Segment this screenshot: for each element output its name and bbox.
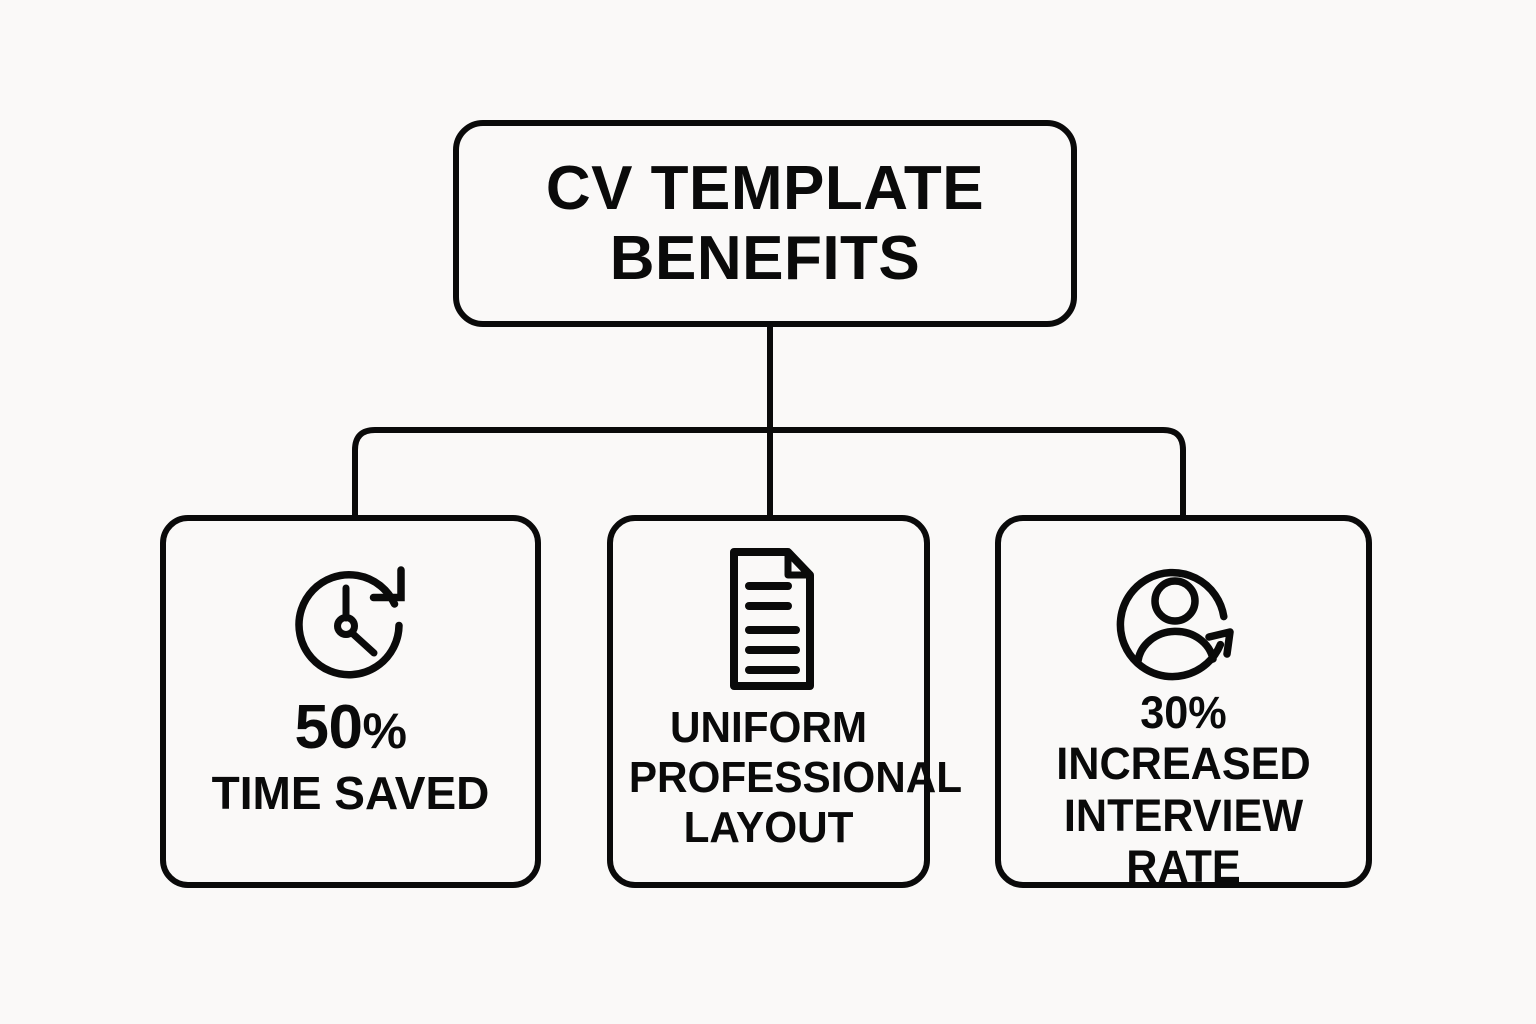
person-refresh-icon-svg: [1116, 568, 1234, 681]
benefit-card-time-saved[interactable]: 50% TIME SAVED: [160, 515, 541, 888]
benefit-card-text: UNIFORM PROFESSIONAL LAYOUT: [613, 697, 963, 853]
benefit-card-text: 30% INCREASED INTERVIEW RATE: [1001, 683, 1366, 892]
connector-bus: [352, 427, 1186, 515]
stat-number: 50: [294, 693, 363, 762]
document-icon-svg: [729, 548, 814, 690]
document-icon: [710, 541, 828, 697]
title-box: CV TEMPLATE BENEFITS: [453, 120, 1077, 327]
stat-label: UNIFORM PROFESSIONAL LAYOUT: [628, 703, 963, 853]
benefit-card-interview[interactable]: 30% INCREASED INTERVIEW RATE: [995, 515, 1372, 892]
stat-label: TIME SAVED: [211, 767, 490, 819]
clock-arrow-icon: [277, 549, 425, 697]
page-title: CV TEMPLATE BENEFITS: [545, 154, 985, 293]
clock-arrow-icon-svg: [294, 566, 405, 679]
person-refresh-icon: [1109, 549, 1259, 683]
stat-value: 50%: [176, 697, 525, 759]
stat-label: 30% INCREASED INTERVIEW RATE: [1056, 687, 1311, 892]
benefit-card-text: 50% TIME SAVED: [166, 697, 535, 818]
stat-percent-sign: %: [362, 703, 407, 759]
benefit-card-layout[interactable]: UNIFORM PROFESSIONAL LAYOUT: [607, 515, 963, 888]
